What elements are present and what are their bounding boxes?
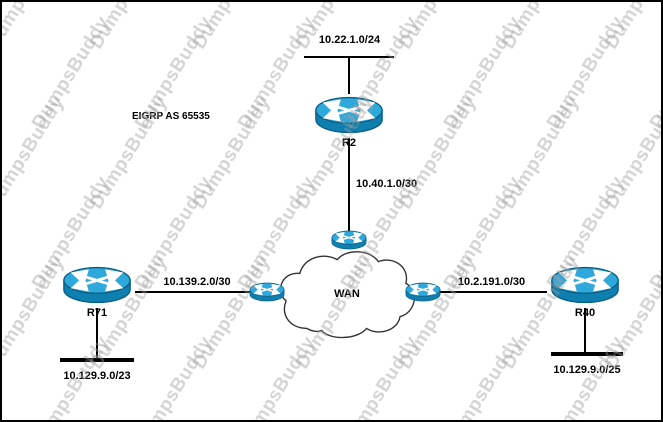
link-r2-to-wan (348, 138, 350, 234)
router-r71-icon (59, 262, 135, 308)
watermark-text: DumpsBuddy (27, 12, 114, 133)
watermark-text: DumpsBuddy (394, 92, 481, 213)
watermark-text: DumpsBuddy (233, 12, 320, 133)
network-label-r71-lan: 10.129.9.0/23 (63, 370, 131, 382)
router-r40: R40 (545, 262, 625, 319)
watermark-text: DumpsBuddy (542, 12, 629, 133)
watermark-text: DumpsBuddy (0, 92, 69, 213)
watermark-text: DumpsBuddy (645, 172, 663, 293)
link-r40-to-wan (440, 291, 547, 293)
router-r71: R71 (57, 262, 137, 319)
router-r40-icon (547, 262, 623, 308)
wan-label: WAN (334, 288, 360, 300)
link-r40-to-lan (584, 308, 586, 352)
lan-segment-r2 (304, 56, 394, 58)
network-label-r2-wan: 10.40.1.0/30 (356, 178, 418, 190)
watermark-text: DumpsBuddy (542, 332, 629, 422)
wan-edge-router-left-icon (248, 280, 286, 304)
watermark-text: DumpsBuddy (497, 92, 584, 213)
watermark-text: DumpsBuddy (188, 252, 275, 373)
router-r2: R2 (309, 92, 389, 149)
link-r71-to-lan (96, 308, 98, 358)
link-lan-to-r2 (348, 58, 350, 94)
network-label-r71-wan: 10.139.2.0/30 (163, 276, 231, 288)
wan-edge-router-top-icon (330, 228, 368, 252)
eigrp-as-label: EIGRP AS 65535 (132, 111, 210, 122)
watermark-text: DumpsBuddy (2, 2, 70, 53)
network-label-r2-lan: 10.22.1.0/24 (318, 34, 381, 46)
network-label-r40-lan: 10.129.9.0/25 (553, 364, 621, 376)
lan-segment-r40 (551, 352, 623, 356)
wan-cloud (279, 251, 415, 339)
watermark-text: DumpsBuddy (645, 12, 663, 133)
watermark-text: DumpsBuddy (601, 2, 661, 53)
watermark-text: DumpsBuddy (86, 2, 173, 53)
watermark-text: DumpsBuddy (439, 12, 526, 133)
router-r71-label: R71 (86, 307, 108, 319)
watermark-text: DumpsBuddy (395, 2, 482, 53)
router-r2-icon (311, 92, 387, 138)
watermark-text: DumpsBuddy (645, 332, 663, 422)
watermark-text: DumpsBuddy (189, 2, 276, 53)
network-label-r40-wan: 10.2.191.0/30 (457, 276, 526, 288)
lan-segment-r71 (60, 358, 134, 362)
watermark-text: DumpsBuddy (439, 332, 526, 422)
watermark-text: DumpsBuddy (498, 2, 585, 53)
link-r71-to-wan (135, 291, 257, 293)
watermark-text: DumpsBuddy (600, 92, 663, 213)
router-r2-label: R2 (341, 137, 357, 149)
router-r40-label: R40 (574, 307, 596, 319)
